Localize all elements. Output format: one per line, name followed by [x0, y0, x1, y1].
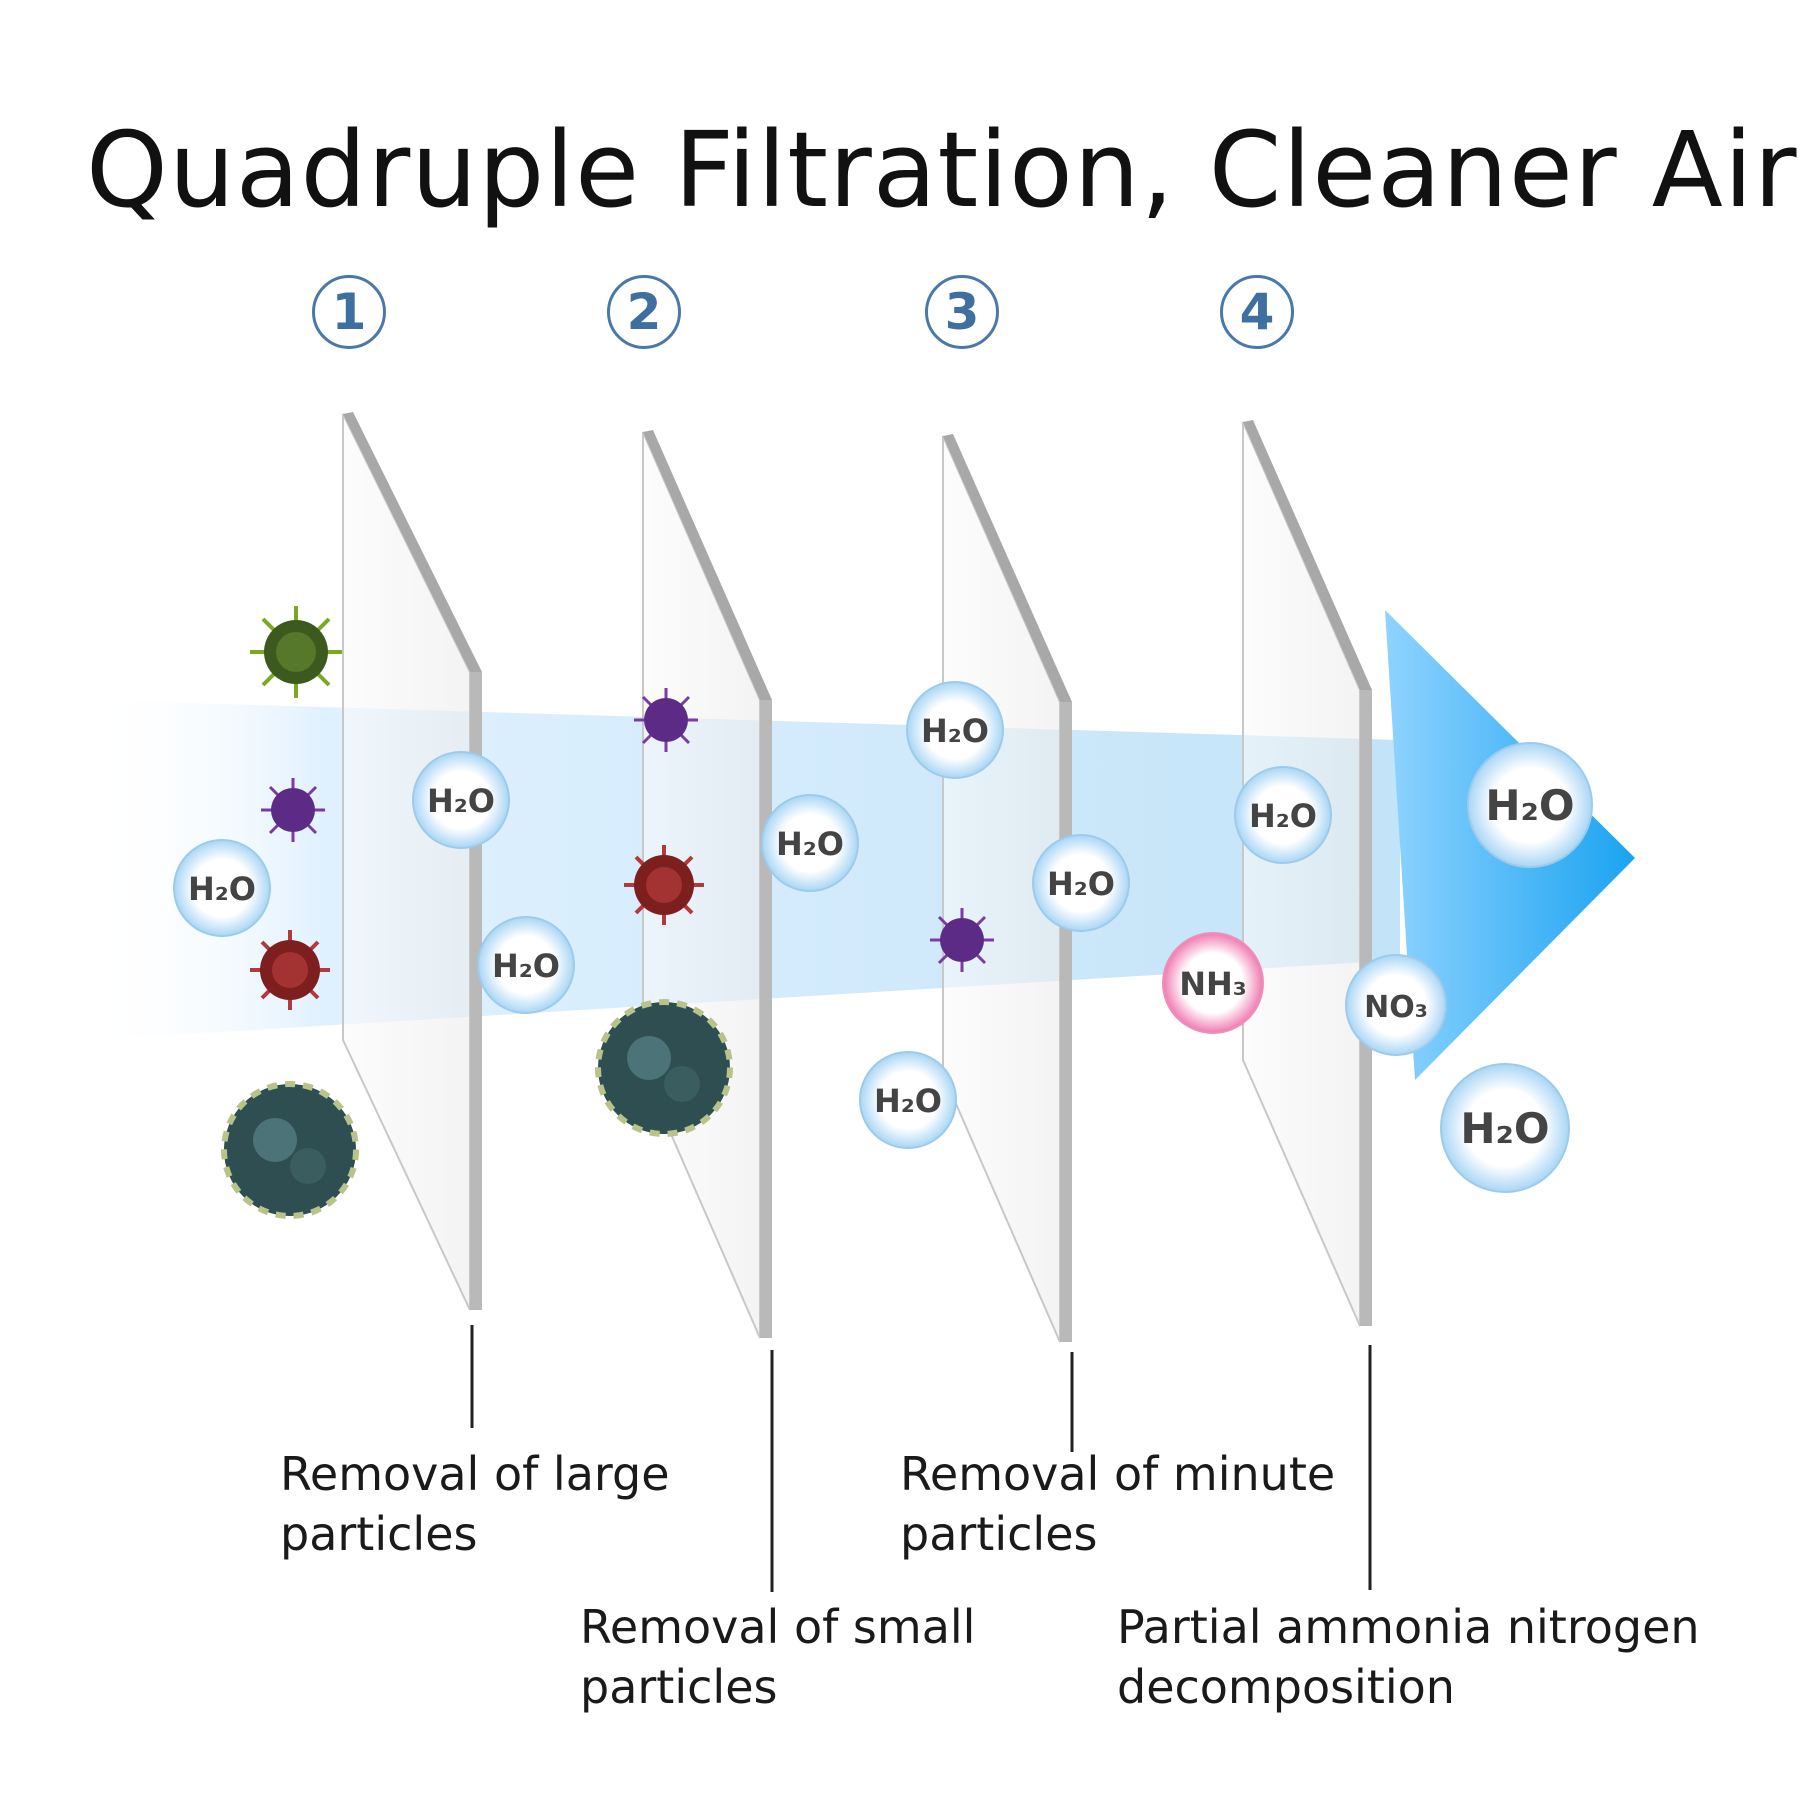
filter-panel-1: [342, 412, 482, 1311]
bubble-label: H₂O: [188, 870, 256, 908]
water-bubble-icon: H₂O: [412, 751, 510, 849]
page-title: Quadruple Filtration, Cleaner Air: [86, 109, 1798, 231]
virus-icon: [930, 908, 994, 972]
water-bubble-icon: H₂O: [1467, 742, 1593, 868]
water-bubble-icon: H₂O: [1234, 766, 1332, 864]
virus-icon: [634, 688, 698, 752]
ammonia-bubble-icon: NH₃: [1162, 932, 1264, 1034]
dust-particle-icon: [221, 1081, 359, 1219]
filter-panel-3: [942, 434, 1072, 1343]
bubble-label: H₂O: [1047, 865, 1115, 903]
step-label-3-line2: particles: [900, 1507, 1098, 1561]
filter-panel-4: [1242, 420, 1372, 1327]
water-bubble-icon: H₂O: [859, 1051, 957, 1149]
virus-icon: [261, 778, 325, 842]
nitrate-bubble-icon: NO₃: [1345, 954, 1447, 1056]
step-label-1: Removal of large particles: [280, 1444, 670, 1564]
step-label-4-line2: decomposition: [1117, 1660, 1455, 1714]
dust-particle-icon: [595, 999, 733, 1137]
bubble-label: NH₃: [1179, 965, 1247, 1003]
bubble-label: H₂O: [1460, 1104, 1549, 1153]
step-number-1: 1: [312, 275, 386, 349]
step-label-3-line1: Removal of minute: [900, 1447, 1336, 1501]
step-label-3: Removal of minute particles: [900, 1444, 1335, 1564]
water-bubble-icon: H₂O: [1440, 1063, 1570, 1193]
bubble-label: H₂O: [492, 947, 560, 985]
step-number-4: 4: [1220, 275, 1294, 349]
step-label-1-line2: particles: [280, 1507, 478, 1561]
step-label-4: Partial ammonia nitrogen decomposition: [1117, 1597, 1700, 1717]
water-bubble-icon: H₂O: [1032, 834, 1130, 932]
bubble-label: H₂O: [1249, 797, 1317, 835]
step-number-2: 2: [607, 275, 681, 349]
bacteria-icon: [624, 845, 704, 925]
water-bubble-icon: H₂O: [173, 839, 271, 937]
bubble-label: H₂O: [921, 712, 989, 750]
step-label-2-line2: particles: [580, 1660, 778, 1714]
water-bubble-icon: H₂O: [477, 916, 575, 1014]
water-bubble-icon: H₂O: [906, 681, 1004, 779]
step-label-1-line1: Removal of large: [280, 1447, 670, 1501]
step-label-2-line1: Removal of small: [580, 1600, 976, 1654]
step-number-3: 3: [925, 275, 999, 349]
step-label-4-line1: Partial ammonia nitrogen: [1117, 1600, 1700, 1654]
bubble-label: H₂O: [427, 782, 495, 820]
step-label-2: Removal of small particles: [580, 1597, 975, 1717]
bubble-label: H₂O: [1485, 781, 1574, 830]
bubble-label: H₂O: [874, 1082, 942, 1120]
germ-icon: [250, 606, 342, 698]
water-bubble-icon: H₂O: [761, 794, 859, 892]
bubble-label: H₂O: [776, 825, 844, 863]
bubble-label: NO₃: [1364, 990, 1428, 1025]
bacteria-icon: [250, 930, 330, 1010]
